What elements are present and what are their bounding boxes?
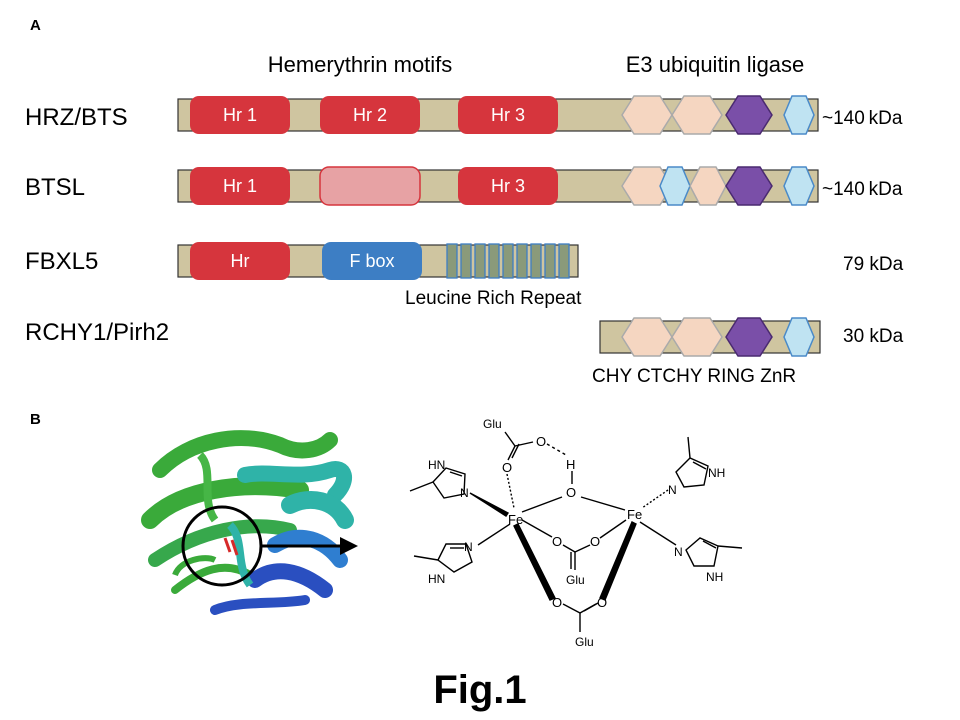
znr-domain [783, 166, 815, 206]
protein-name: RCHY1/Pirh2 [25, 319, 169, 346]
hr-label: Hr 1 [223, 105, 257, 125]
fbox-domain [322, 242, 422, 280]
n-label: N [464, 540, 473, 554]
ring-domain [725, 95, 773, 135]
protein-size: 30 kDa [843, 326, 904, 347]
hr-domain [458, 167, 558, 205]
znr-domain [783, 95, 815, 135]
hr-label: Hr 3 [491, 105, 525, 125]
znr-domain [783, 317, 815, 357]
hr-domain [190, 167, 290, 205]
protein-size: 79 kDa [843, 254, 904, 275]
figure-caption: Fig.1 [433, 668, 527, 712]
n-label: N [674, 545, 683, 559]
hn-label: HN [428, 458, 445, 472]
fe-atom-right: Fe [627, 507, 642, 522]
protein-name: BTSL [25, 174, 85, 201]
protein-name: FBXL5 [25, 248, 98, 275]
o-atom: O [502, 460, 512, 475]
n-label: N [460, 486, 469, 500]
nh-label: NH [706, 570, 723, 584]
hr-label: Hr 3 [491, 176, 525, 196]
o-atom: O [536, 434, 546, 449]
ring-domain [725, 317, 773, 357]
hr-domain [190, 242, 290, 280]
hr-domain [190, 96, 290, 134]
protein-row-btsl: BTSL Hr 1 Hr 3 ~140 kDa [25, 166, 903, 206]
hr-label: Hr 2 [353, 105, 387, 125]
hemerythrin-header: Hemerythrin motifs [268, 52, 453, 77]
ctchy-domain [671, 95, 723, 135]
zoom-arrow-head [340, 537, 358, 555]
ring-domain [725, 166, 773, 206]
fbox-label: F box [349, 251, 394, 271]
hr-label: Hr [231, 251, 250, 271]
o-atom: O [552, 534, 562, 549]
hr-domain [320, 96, 420, 134]
protein-row-fbxl5: FBXL5 Hr F box Leucine Rich Repeat 79 kD… [25, 242, 904, 309]
protein-name: HRZ/BTS [25, 104, 128, 131]
o-atom: O [552, 595, 562, 610]
protein-size: ~140 kDa [822, 108, 903, 129]
protein-size: ~140 kDa [822, 179, 903, 200]
diiron-center-structure: Fe Fe Glu O O H O O O Glu O O [409, 417, 743, 649]
lrr-domain [446, 243, 570, 279]
lrr-label: Leucine Rich Repeat [405, 288, 582, 309]
e3-ligase-header: E3 ubiquitin ligase [626, 52, 805, 77]
panel-a-label: A [30, 17, 41, 34]
glu-middle-label: Glu [566, 573, 585, 587]
protein-row-rchy1: RCHY1/Pirh2 30 kDa CHY CTCHY RING ZnR [25, 317, 904, 387]
n-label: N [668, 483, 677, 497]
hn-label: HN [428, 572, 445, 586]
hr-domain [458, 96, 558, 134]
h-atom: H [566, 457, 575, 472]
ctchy-domain [671, 317, 723, 357]
hr-label: Hr 1 [223, 176, 257, 196]
hr-domain-faded [319, 166, 421, 206]
nh-label: NH [708, 466, 725, 480]
glu-top-label: Glu [483, 417, 502, 431]
o-atom: O [597, 595, 607, 610]
fe-atom-left: Fe [508, 512, 523, 527]
domains-label: CHY CTCHY RING ZnR [592, 366, 796, 387]
glu-bottom-label: Glu [575, 635, 594, 649]
o-atom: O [590, 534, 600, 549]
o-bridge-atom: O [566, 485, 576, 500]
protein-row-hrz: HRZ/BTS Hr 1 Hr 2 Hr 3 ~140 kDa [25, 95, 903, 135]
hemerythrin-ribbon-structure [141, 430, 354, 615]
panel-b-label: B [30, 411, 41, 428]
